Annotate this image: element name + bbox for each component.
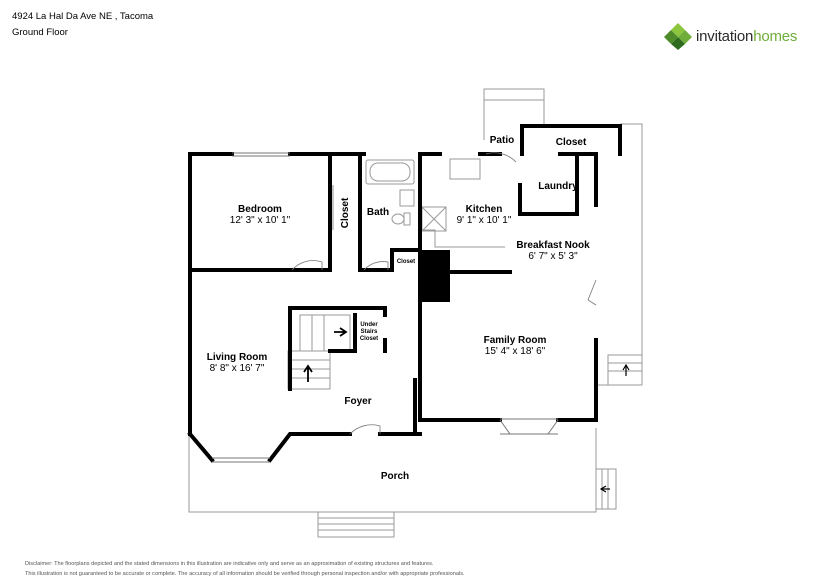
light-outlines [188, 88, 643, 538]
disclaimer-line2: This illustration is not guaranteed to b… [25, 571, 465, 577]
patio-outline [483, 88, 545, 140]
floor-label: Ground Floor [12, 27, 68, 38]
living-room-label: Living Room [207, 352, 268, 363]
top-closet-label: Closet [556, 137, 587, 148]
side-deck-outline [596, 123, 643, 386]
kitchen-sink [449, 158, 481, 180]
top-closet-wall [520, 124, 622, 156]
family-room-dims: 15' 4" x 18' 6" [485, 346, 546, 357]
bedroom-dims: 12' 3" x 10' 1" [230, 215, 291, 226]
stair-arrows [303, 327, 630, 493]
porch-label: Porch [381, 471, 409, 482]
foyer-label: Foyer [344, 396, 371, 407]
laundry-wall [518, 152, 579, 216]
under-stairs-line1: Under [360, 322, 378, 328]
bath-label: Bath [367, 207, 389, 218]
address-title: 4924 La Hal Da Ave NE , Tacoma [12, 11, 154, 22]
bath-sink [399, 189, 415, 207]
patio-label: Patio [490, 135, 514, 146]
laundry-label: Laundry [538, 181, 578, 192]
living-room-dims: 8' 8" x 16' 7" [210, 363, 265, 374]
doors [291, 152, 597, 435]
logo-text: invitationhomes [696, 27, 798, 45]
bedroom-label: Bedroom [238, 204, 282, 215]
breakfast-nook-label: Breakfast Nook [516, 240, 590, 251]
windows [212, 152, 559, 463]
porch-arrow-left-icon [599, 485, 610, 493]
disclaimer-line1: Disclaimer: The floorplans depicted and … [25, 561, 434, 567]
arrow-right-icon [334, 327, 348, 337]
under-stairs-line2: Stairs [361, 329, 378, 335]
stair-wall [288, 306, 387, 391]
under-stairs-line3: Closet [360, 336, 378, 342]
small-closet-label: Closet [397, 259, 415, 265]
bathtub [365, 159, 415, 185]
side-deck-steps [607, 354, 643, 386]
logo-diamond-icon [664, 23, 692, 50]
chimney [418, 250, 450, 302]
kitchen-counter [419, 159, 505, 248]
walls [187, 124, 622, 463]
stairs-upper [299, 314, 351, 352]
stairs-lower [287, 350, 331, 390]
kitchen-dims: 9' 1" x 10' 1" [457, 215, 512, 226]
breakfast-nook-dims: 6' 7" x 5' 3" [528, 251, 578, 262]
arrow-up-icon [303, 364, 313, 382]
kitchen-label: Kitchen [466, 204, 503, 215]
toilet [391, 213, 405, 225]
bedroom-closet-label: Closet [340, 197, 351, 228]
bay-left [187, 431, 215, 463]
invitation-homes-logo: invitationhomes [664, 22, 797, 50]
porch-side-steps [595, 468, 617, 510]
family-room-label: Family Room [484, 335, 547, 346]
deck-arrow-up-icon [622, 363, 630, 376]
porch-outline [188, 428, 597, 513]
